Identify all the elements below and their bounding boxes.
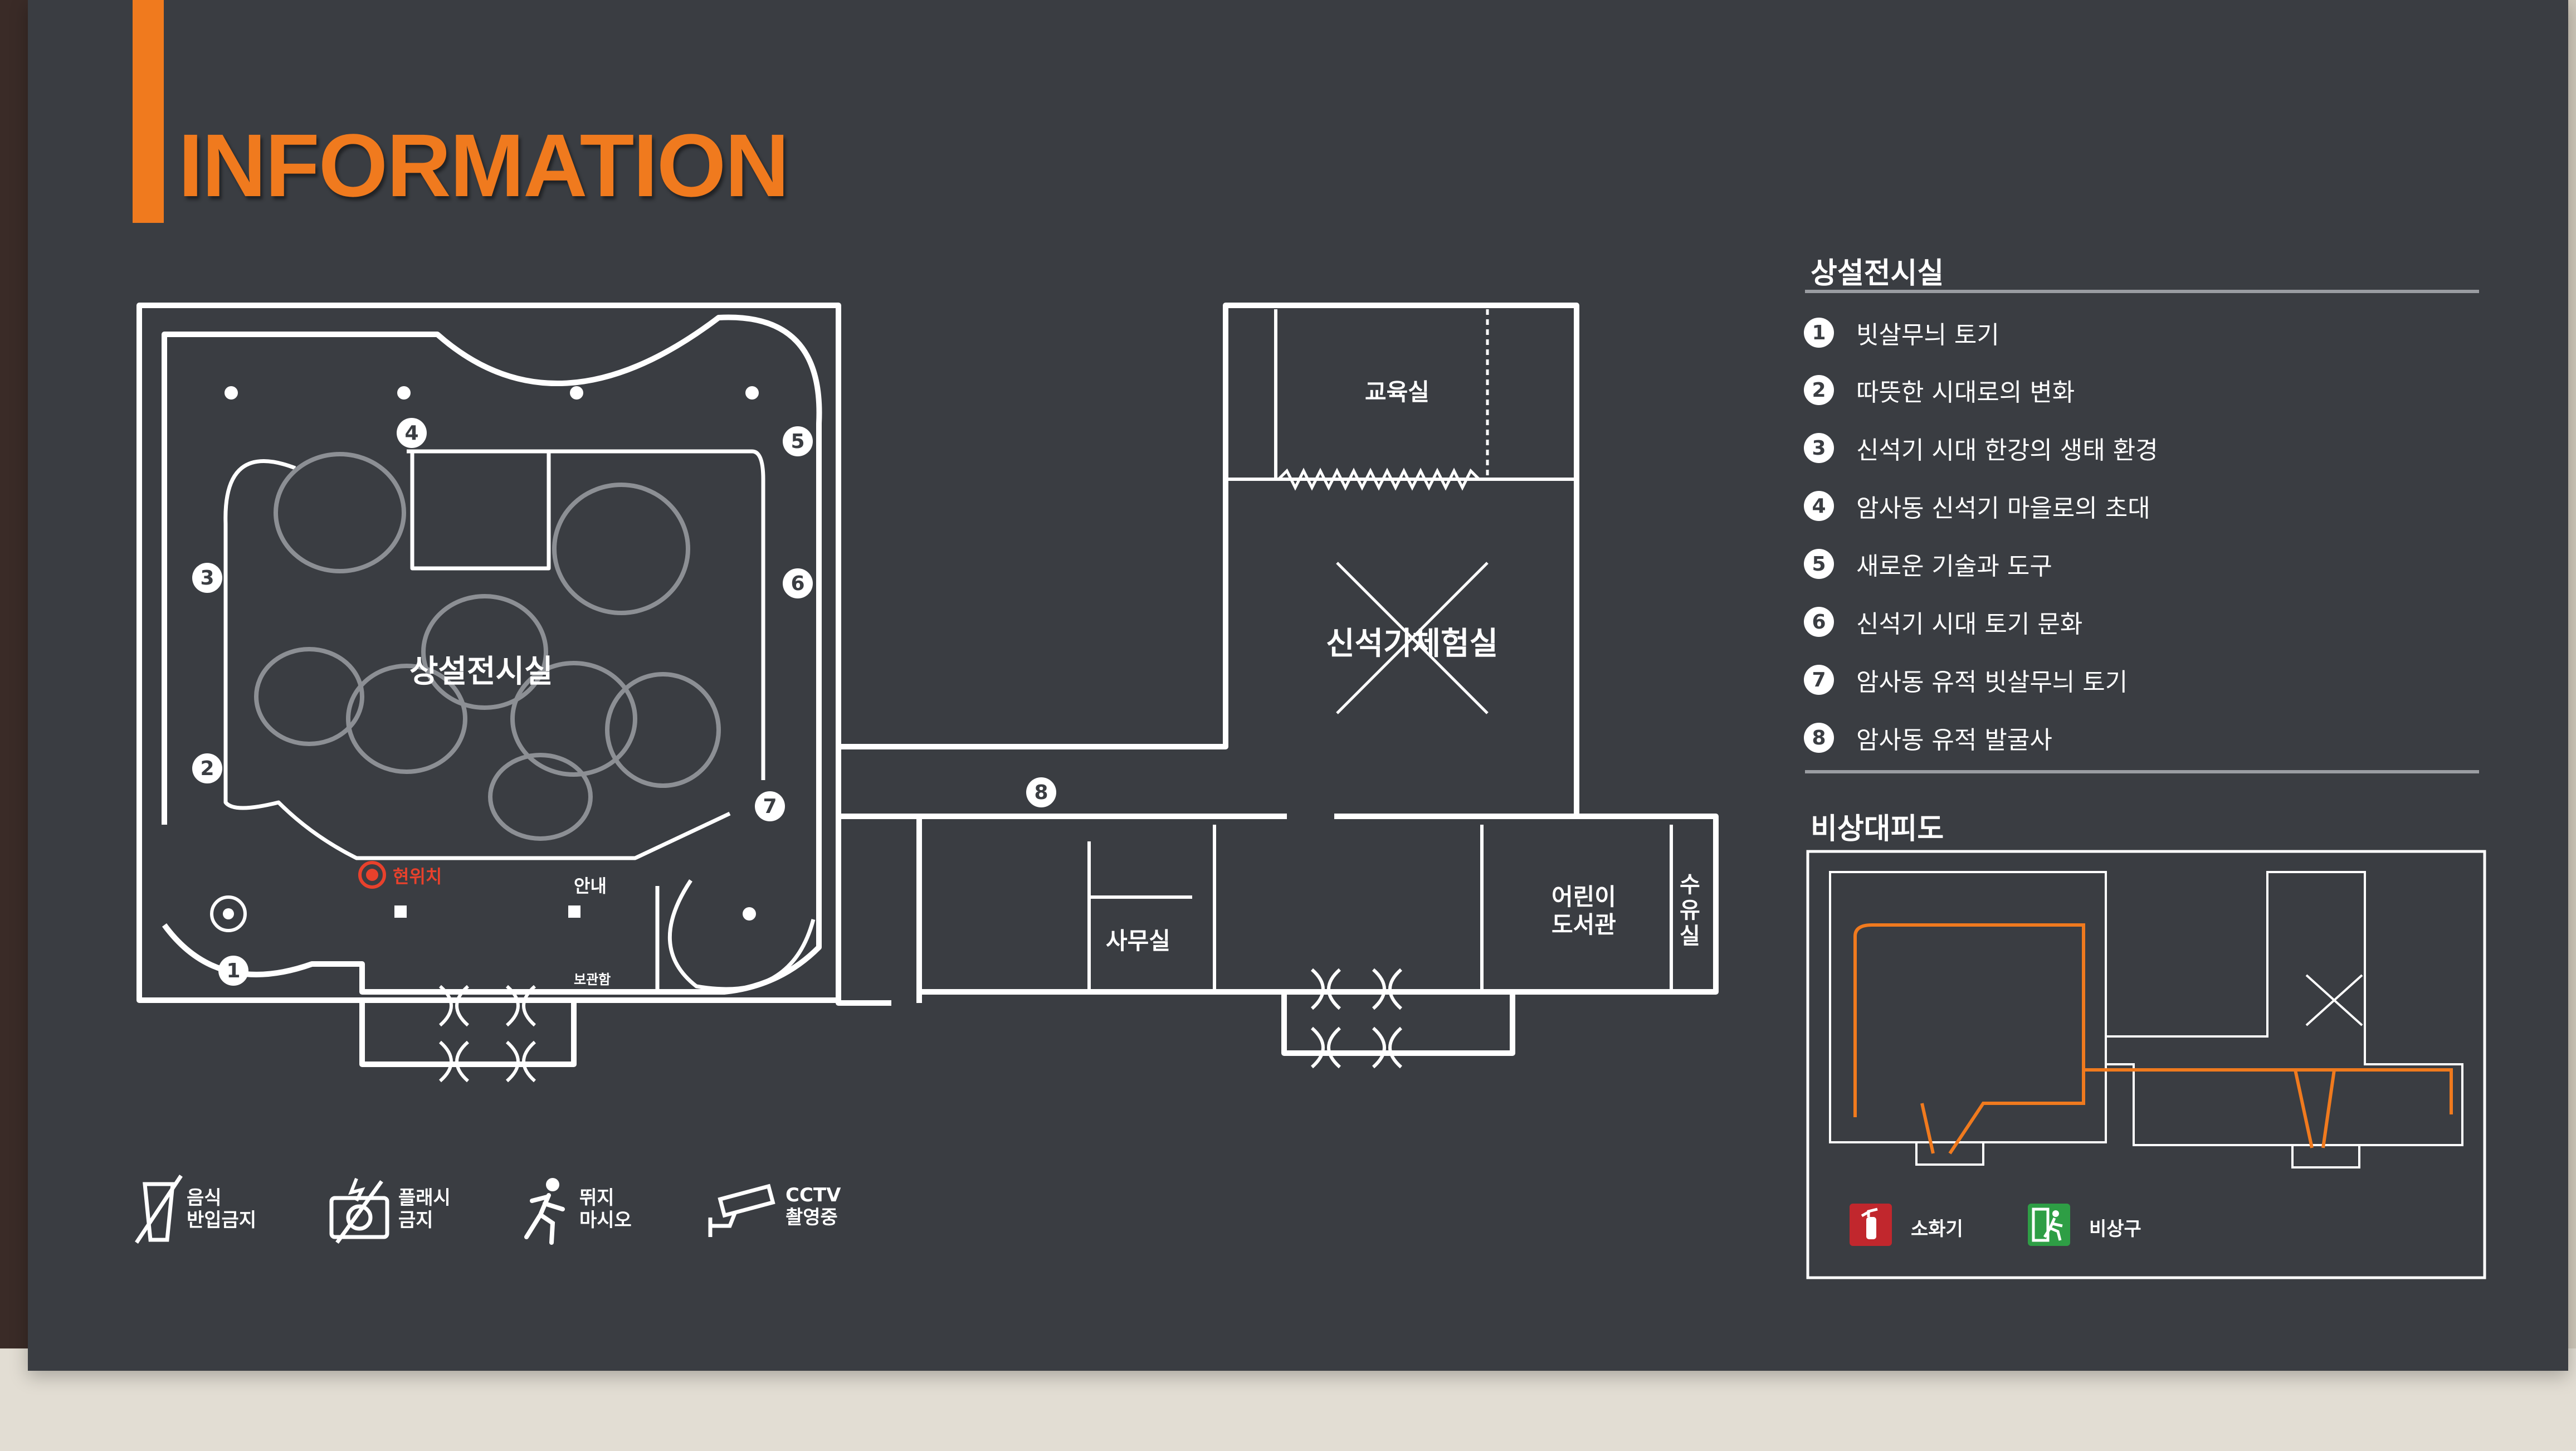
emergency-exit-icon (2028, 1204, 2070, 1246)
current-location-label: 현위치 (393, 866, 442, 887)
cctv-icon (708, 1184, 775, 1237)
evacuation-heading: 비상대피도 (1811, 812, 1944, 846)
extinguisher-label: 소화기 (1911, 1218, 1963, 1240)
room-office: 사무실 (1106, 927, 1170, 955)
exit-label: 비상구 (2089, 1218, 2141, 1240)
legend-heading: 상설전시실 (1811, 257, 1944, 290)
room-nursing: 수 유 실 (1680, 872, 1700, 949)
no-food-icon (135, 1175, 183, 1244)
marker-3: 3 (192, 563, 222, 593)
board-title: INFORMATION (178, 115, 789, 215)
marker-2: 2 (192, 753, 222, 783)
legend-rule-top (1805, 290, 2479, 293)
marker-6: 6 (783, 568, 813, 598)
marker-1: 1 (218, 956, 248, 986)
room-kids-library: 어린이 도서관 (1552, 883, 1616, 938)
fire-extinguisher-icon (1850, 1204, 1892, 1246)
marker-5: 5 (783, 426, 813, 456)
current-location-marker (358, 861, 386, 889)
accent-bar (133, 0, 164, 223)
guide-desk: 안내 (574, 875, 607, 897)
room-permanent-exhibition: 상설전시실 (409, 654, 553, 690)
marker-4: 4 (397, 418, 427, 448)
legend-rule-bottom (1805, 770, 2479, 773)
room-education: 교육실 (1365, 378, 1430, 406)
no-running-icon (524, 1178, 565, 1245)
marker-7: 7 (755, 791, 785, 821)
no-flash-icon (329, 1177, 389, 1244)
storage-lockers: 보관함 (574, 972, 611, 987)
room-experience: 신석기체험실 (1326, 626, 1499, 662)
cctv-label: CCTV 촬영중 (786, 1184, 841, 1229)
no-running-label: 뛰지 마시오 (579, 1187, 632, 1231)
marker-8: 8 (1026, 777, 1056, 807)
no-flash-label: 플래시 금지 (398, 1187, 451, 1231)
no-food-label: 음식 반입금지 (187, 1187, 257, 1231)
